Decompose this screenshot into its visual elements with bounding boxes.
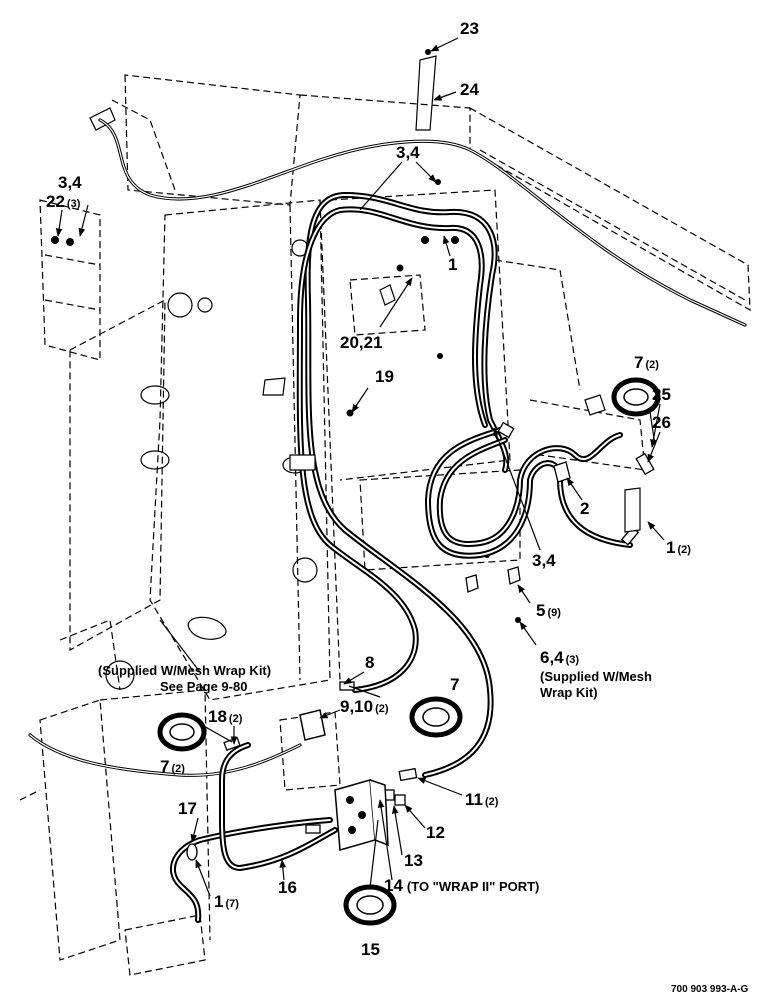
callout-3-4-top: 3,4 bbox=[396, 143, 420, 162]
o-ring-7-left bbox=[157, 712, 207, 752]
hose-fittings bbox=[186, 421, 655, 861]
callout-7-middle: 7 bbox=[450, 675, 459, 694]
o-ring-7-upper-right bbox=[611, 377, 661, 417]
callout-26: 26 bbox=[652, 413, 671, 432]
callout-25: 25 bbox=[652, 385, 671, 404]
callout-22: 22(3) bbox=[46, 192, 81, 211]
callout-1-bottom: 1(7) bbox=[214, 892, 239, 911]
callout-3-4-left: 3,4 bbox=[58, 173, 82, 192]
figure-reference: 700 903 993-A-G bbox=[671, 984, 748, 995]
callout-14: 14(TO "WRAP II" PORT) bbox=[384, 876, 539, 895]
callout-8: 8 bbox=[365, 653, 374, 672]
note-mesh-kit-right-2: Wrap Kit) bbox=[540, 685, 598, 700]
leader-lines bbox=[55, 37, 665, 897]
callout-11: 11(2) bbox=[465, 790, 499, 809]
callout-5: 5(9) bbox=[536, 601, 561, 620]
callout-13: 13 bbox=[404, 851, 423, 870]
support-bracket bbox=[415, 55, 437, 131]
o-ring-7-middle bbox=[409, 696, 463, 738]
callout-19: 19 bbox=[375, 367, 394, 386]
note-mesh-kit-left-1: (Supplied W/Mesh Wrap Kit) bbox=[98, 663, 271, 678]
note-mesh-kit-left-2: See Page 9-80 bbox=[160, 679, 247, 694]
notes: (Supplied W/Mesh Wrap Kit) See Page 9-80… bbox=[98, 663, 652, 700]
control-valve bbox=[334, 779, 389, 851]
callout-6-4: 6,4(3) bbox=[540, 648, 579, 667]
callout-16: 16 bbox=[278, 878, 297, 897]
callout-17: 17 bbox=[178, 799, 197, 818]
note-mesh-kit-right-1: (Supplied W/Mesh bbox=[540, 669, 652, 684]
callout-18: 18(2) bbox=[208, 707, 243, 726]
o-ring-group bbox=[157, 377, 661, 926]
callout-15: 15 bbox=[361, 940, 380, 959]
callout-7-left: 7(2) bbox=[160, 757, 185, 776]
callout-9-10: 9,10(2) bbox=[340, 697, 389, 716]
fitting-block bbox=[299, 709, 326, 741]
wiring-harness bbox=[28, 118, 747, 777]
callout-1-top: 1 bbox=[448, 255, 457, 274]
callout-labels: 23 24 3,4 3,4 22(3) 1 20,21 19 7(2) 25 2… bbox=[46, 19, 691, 959]
callout-7-upper-right: 7(2) bbox=[634, 353, 659, 372]
baler-frame bbox=[19, 49, 751, 976]
hydraulic-hoses bbox=[169, 192, 633, 923]
callout-24: 24 bbox=[460, 80, 479, 99]
callout-1-right: 1(2) bbox=[666, 538, 691, 557]
callout-23: 23 bbox=[460, 19, 479, 38]
callout-20-21: 20,21 bbox=[340, 333, 383, 352]
callout-2: 2 bbox=[580, 499, 589, 518]
hardware-parts bbox=[262, 284, 641, 593]
callout-12: 12 bbox=[426, 823, 445, 842]
callout-3-4-right: 3,4 bbox=[532, 551, 556, 570]
